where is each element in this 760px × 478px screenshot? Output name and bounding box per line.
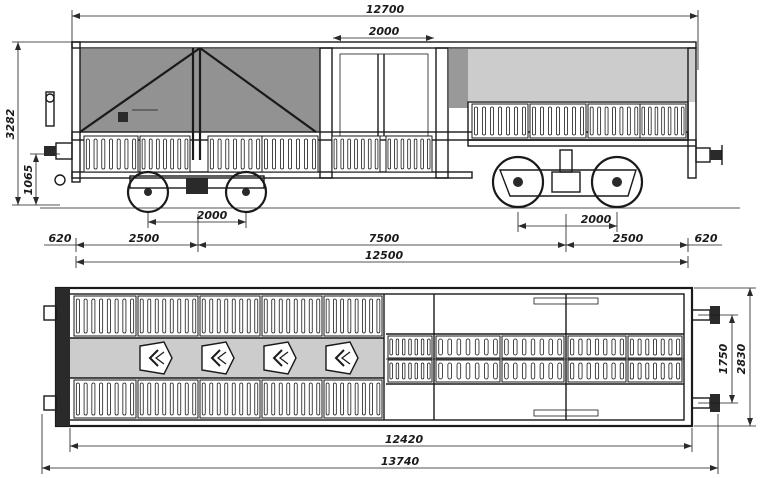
dim-text-bogie-left-2000: 2000 (197, 209, 228, 222)
dim-text-12500: 12500 (365, 249, 404, 262)
hopper-valve (325, 341, 359, 375)
hopper-valves (139, 341, 359, 375)
dimension-frame-length: 12500 (75, 249, 689, 268)
dim-text-door-2000: 2000 (369, 25, 400, 38)
dim-text-end-left-2500: 2500 (129, 232, 160, 245)
slot-panel (199, 379, 261, 419)
slot-panel (83, 135, 139, 173)
hopper-valve (263, 341, 297, 375)
plan-view: 1750 2830 12420 13740 (41, 286, 756, 474)
plan-slot-panels (73, 295, 683, 419)
side-slot-panels (83, 103, 687, 173)
dim-text-13740: 13740 (381, 455, 420, 468)
slot-panel (199, 295, 261, 337)
hopper-valve (201, 341, 235, 375)
slot-panel (501, 359, 565, 383)
slot-panel (73, 379, 137, 419)
slot-panel (529, 103, 587, 139)
dim-text-overhang-right: 620 (695, 232, 718, 245)
dimension-heights: 3282 1065 (4, 41, 80, 206)
dimension-widths: 1750 2830 (694, 287, 756, 427)
dimension-overall-length-top: 12700 (71, 3, 699, 70)
dimension-bogie-wheelbases: 2000 2000 (147, 209, 618, 232)
right-coupler (695, 145, 723, 165)
slot-panel (137, 379, 199, 419)
dim-text-coupler-1065: 1065 (22, 164, 35, 195)
slot-panel (331, 135, 381, 173)
slot-panel (73, 295, 137, 337)
dim-text-bogie-right-2000: 2000 (581, 213, 612, 226)
slot-panel (387, 335, 433, 359)
slot-panel (501, 335, 565, 359)
dim-text-width-2830: 2830 (735, 343, 748, 374)
slot-panel (323, 379, 383, 419)
left-coupler (44, 91, 73, 186)
dimension-body-length-plan: 12420 (69, 428, 693, 452)
dimension-length-over-buffers: 13740 (41, 414, 719, 474)
slot-panel (387, 359, 433, 383)
slot-panel (567, 359, 627, 383)
slot-panel (567, 335, 627, 359)
dim-text-end-right-2500: 2500 (613, 232, 644, 245)
right-bogie (491, 149, 644, 209)
slot-panel (435, 335, 501, 359)
dimension-chain: 620 2500 7500 2500 620 (44, 214, 722, 252)
slot-panel (627, 335, 683, 359)
dim-text-height-3282: 3282 (4, 108, 17, 139)
slot-panel (261, 135, 319, 173)
dim-text-12420: 12420 (385, 433, 424, 446)
slot-panel (139, 135, 191, 173)
dim-text-width-1750: 1750 (717, 343, 730, 374)
dim-text-12700: 12700 (366, 3, 405, 16)
side-elevation: 12700 2000 3282 1065 (4, 3, 740, 268)
slot-panel (323, 295, 383, 337)
dim-text-centers-7500: 7500 (369, 232, 400, 245)
slot-panel (471, 103, 529, 139)
slot-panel (385, 135, 433, 173)
slot-panel (627, 359, 683, 383)
hopper-valve (139, 341, 173, 375)
slot-panel (435, 359, 501, 383)
slot-panel (261, 379, 323, 419)
slot-panel (207, 135, 263, 173)
dim-text-overhang-left: 620 (49, 232, 72, 245)
slot-panel (639, 103, 687, 139)
dimension-door-width: 2000 (333, 25, 434, 41)
slot-panel (137, 295, 199, 337)
slot-panel (587, 103, 641, 139)
slot-panel (261, 295, 323, 337)
